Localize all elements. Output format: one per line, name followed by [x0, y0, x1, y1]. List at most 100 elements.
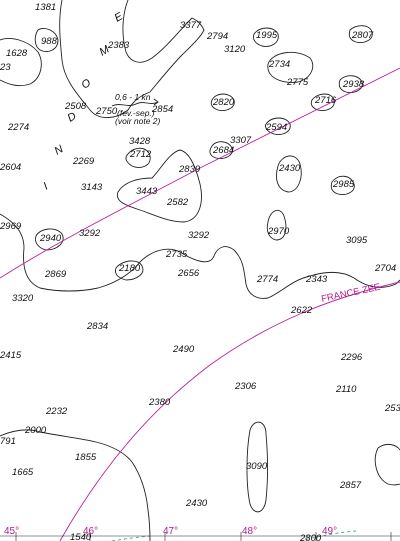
sounding: 2938	[342, 79, 365, 90]
contour-1995	[253, 27, 279, 47]
sounding: 2180	[118, 263, 141, 274]
sounding: 1665	[12, 467, 34, 478]
sounding: 2940	[39, 233, 62, 244]
sounding: 791	[0, 436, 16, 447]
sounding: 2750	[95, 106, 118, 117]
sounding: 2834	[86, 321, 108, 332]
maritime-boundaries	[0, 67, 400, 541]
zee-boundary-france	[59, 281, 400, 541]
sounding: 3428	[129, 136, 151, 147]
contour-2000	[0, 429, 151, 541]
sounding: 2857	[339, 480, 362, 491]
sounding: 2430	[185, 498, 208, 509]
sounding: 2274	[7, 122, 29, 133]
current-period: (fev.-sep.)	[117, 108, 155, 118]
sounding: 2306	[234, 381, 257, 392]
sounding: 988	[41, 36, 58, 47]
contour-3090	[246, 421, 268, 513]
sounding: 3120	[224, 44, 246, 55]
contour-988	[34, 28, 59, 52]
sounding: 2383	[107, 40, 130, 51]
sounding: 2269	[72, 156, 95, 167]
sounding: 2430	[278, 163, 301, 174]
sounding: 2854	[151, 104, 173, 115]
longitude-label: 46°	[83, 526, 98, 537]
sounding: 3443	[136, 186, 158, 197]
sounding: 2594	[265, 122, 287, 133]
current-arrow-icon	[111, 98, 159, 107]
contour-1628	[0, 38, 42, 87]
sounding: 2969	[0, 221, 22, 232]
sounding: 3090	[246, 461, 268, 472]
sounding: 2622	[290, 305, 313, 316]
sounding: 3292	[79, 228, 101, 239]
zee-label: FRANCE ZEE	[320, 282, 381, 305]
sounding: 1540	[70, 532, 92, 541]
sounding: 1381	[35, 2, 56, 13]
sounding: 3095	[346, 235, 368, 246]
sounding: 3377	[180, 20, 202, 31]
sounding: 2490	[172, 344, 195, 355]
contour-2820	[210, 93, 235, 111]
sounding: 2734	[268, 59, 290, 70]
sounding: 2582	[166, 197, 189, 208]
region-letter: D	[66, 110, 79, 124]
contour-2180	[115, 260, 144, 281]
sounding: 2869	[44, 269, 67, 280]
sounding: 2232	[45, 406, 68, 417]
longitude-label: 45°	[4, 526, 19, 537]
contour-3443-2582	[116, 149, 202, 223]
sounding: 2985	[332, 179, 355, 190]
sounding: 2110	[335, 384, 357, 395]
sounding: 2794	[206, 31, 228, 42]
sounding: 1995	[256, 30, 278, 41]
contour-2970	[266, 209, 287, 241]
current-speed: 0,6 - 1 kn	[115, 92, 151, 102]
contour-2594	[265, 117, 291, 135]
sounding: 23	[0, 62, 11, 73]
sounding: 3320	[12, 293, 34, 304]
longitude-labels: 45° 46° 47° 48° 49°	[4, 526, 337, 537]
sounding: 2296	[340, 352, 363, 363]
contour-2430	[276, 155, 302, 193]
route-line	[111, 530, 357, 541]
contour-2807	[348, 25, 373, 43]
region-letter: O	[80, 77, 94, 92]
longitude-label: 48°	[242, 526, 257, 537]
sounding: 3292	[188, 230, 210, 241]
sounding: 2343	[305, 274, 328, 285]
current-note-ref: (voir note 2)	[115, 116, 161, 126]
sounding: 2684	[212, 145, 234, 156]
sounding: 3143	[81, 182, 103, 193]
contour-2684	[209, 141, 233, 159]
contour-2985	[330, 175, 355, 195]
longitude-label: 47°	[163, 526, 178, 537]
longitude-label: 49°	[322, 526, 337, 537]
contour-2712	[125, 147, 151, 168]
sounding: 2839	[178, 164, 201, 175]
sounding: 1628	[6, 48, 28, 59]
sounding: 2970	[267, 226, 290, 237]
sounding: 3307	[230, 135, 252, 146]
sounding: 2712	[129, 149, 152, 160]
sounding: 2415	[0, 350, 22, 361]
current-note: 0,6 - 1 kn (fev.-sep.) (voir note 2)	[111, 92, 161, 126]
contour-indomede-ridge	[59, 0, 205, 118]
sounding: 2775	[286, 77, 309, 88]
sounding: 2820	[212, 97, 235, 108]
sounding: 1855	[75, 452, 97, 463]
sounding: 2774	[256, 274, 278, 285]
sounding: 2735	[165, 249, 188, 260]
contour-2940	[35, 228, 64, 251]
contour-2296-edge	[374, 443, 400, 486]
sounding: 2000	[24, 425, 47, 436]
contour-2716	[310, 93, 335, 111]
contour-2938	[338, 75, 363, 93]
sounding: 2508	[64, 101, 87, 112]
bottom-graduation	[0, 532, 400, 541]
sounding: 2807	[351, 30, 374, 41]
sounding: 253	[384, 403, 400, 414]
